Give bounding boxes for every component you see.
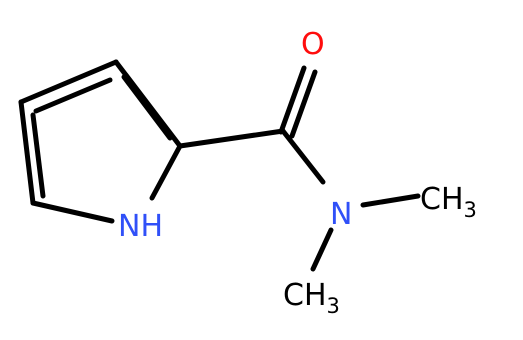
methyl-1-main: CH (420, 182, 464, 217)
bond-c2-c3-inner (121, 74, 173, 141)
bond-c2-n1 (149, 143, 183, 201)
bond-n-methyl-1 (360, 193, 421, 208)
bond-carbonyl-o-2 (289, 69, 318, 139)
amide-nitrogen-label: N (330, 197, 352, 232)
amide-group (177, 65, 421, 272)
bond-c3-c2 (113, 59, 183, 149)
bond-c5-c4-inner (30, 112, 46, 199)
methyl-1-label: CH3 (420, 182, 477, 222)
bond-c5-n1 (30, 200, 115, 224)
methyl-2-label: CH3 (283, 278, 340, 318)
oxygen-atom-label: O (301, 27, 325, 62)
bond-carbonyl-o-1 (278, 65, 307, 135)
bond-c4-c5 (18, 99, 36, 206)
methyl-2-subscript: 3 (327, 294, 340, 318)
bond-carbonyl-n (280, 128, 326, 185)
methyl-2-main: CH (283, 278, 327, 313)
methyl-1-subscript: 3 (464, 198, 477, 222)
bond-c2-carbonyl (177, 128, 286, 149)
bond-n-methyl-2 (310, 227, 334, 272)
pyrrole-nh-label: NH (118, 209, 163, 244)
pyrrole-ring (18, 59, 183, 224)
bond-c3-c4 (18, 59, 119, 105)
bond-c3-c4-inner (33, 77, 113, 114)
